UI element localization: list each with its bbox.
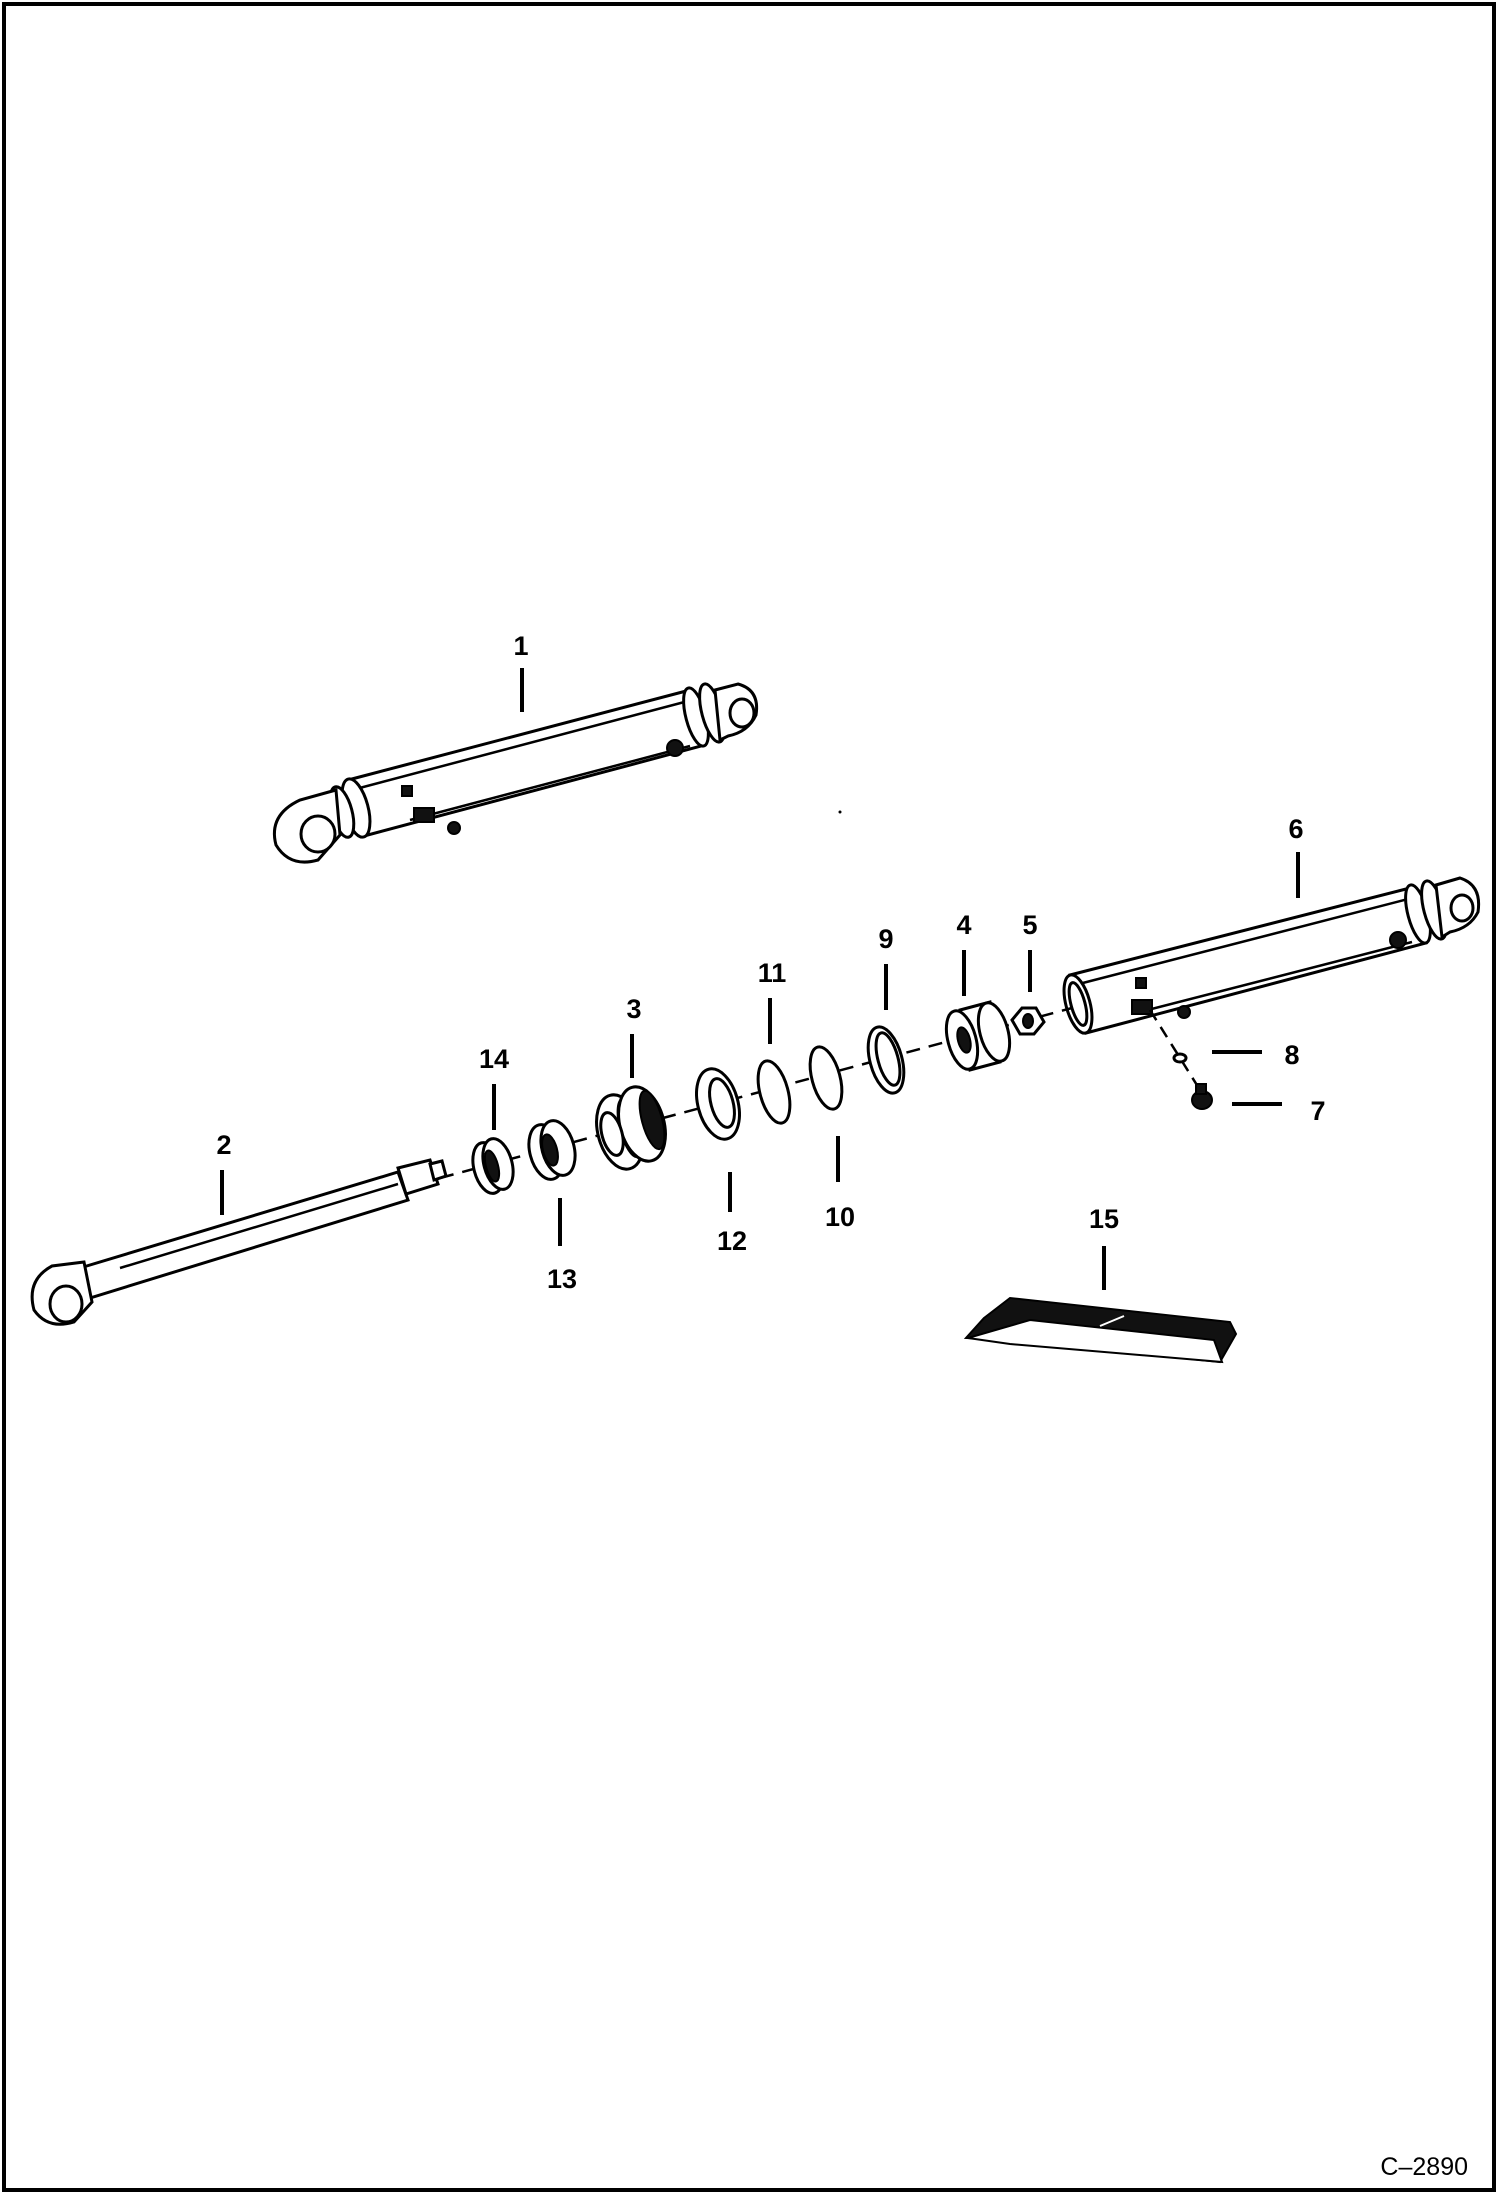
seal-kit-15 <box>963 1296 1238 1364</box>
stray-dot <box>838 810 842 814</box>
callout-7: 7 <box>1310 1096 1325 1126</box>
assembly-axis-fitting <box>1148 1009 1202 1091</box>
callout-2: 2 <box>216 1130 231 1160</box>
callout-9: 9 <box>878 924 893 954</box>
o-ring-11 <box>756 1059 792 1125</box>
cylinder-assembly-1 <box>273 682 759 864</box>
callout-6: 6 <box>1288 814 1303 844</box>
callout-4: 4 <box>956 910 971 940</box>
ring-12 <box>695 1067 741 1141</box>
figure-code: C–2890 <box>1380 2153 1468 2181</box>
callout-1: 1 <box>513 631 528 661</box>
assembly-axis <box>439 1006 1073 1180</box>
nut-5 <box>1010 1006 1046 1036</box>
piston-rod-2 <box>30 1158 448 1326</box>
callout-15: 15 <box>1089 1204 1119 1234</box>
fitting-7 <box>1191 1083 1213 1110</box>
cylinder-barrel-6 <box>1062 876 1481 1035</box>
callout-5: 5 <box>1022 910 1037 940</box>
seal-13 <box>527 1119 577 1181</box>
seal-14 <box>471 1137 515 1195</box>
callout-10: 10 <box>825 1202 855 1232</box>
o-ring-8 <box>1172 1052 1188 1064</box>
piston-3 <box>595 1085 667 1171</box>
callout-11: 11 <box>758 958 787 988</box>
seal-ring-9 <box>866 1025 906 1095</box>
callout-14: 14 <box>479 1044 509 1074</box>
piston-4 <box>944 1000 1012 1072</box>
callout-12: 12 <box>717 1226 747 1256</box>
callout-3: 3 <box>626 994 641 1024</box>
callout-8: 8 <box>1284 1040 1299 1070</box>
callout-13: 13 <box>547 1264 577 1294</box>
o-ring-10 <box>808 1045 844 1111</box>
